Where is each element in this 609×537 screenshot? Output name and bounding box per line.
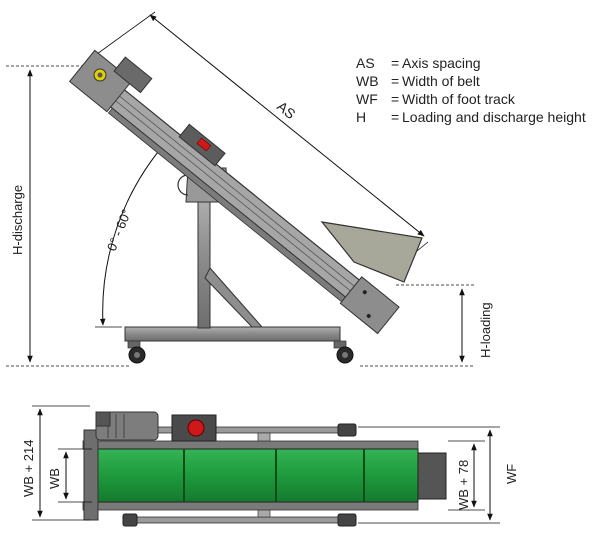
wf-dimension: WF bbox=[358, 426, 519, 524]
loading-hopper bbox=[320, 221, 423, 283]
wb-label: WB bbox=[47, 468, 62, 489]
wb-plus-78-label: WB + 78 bbox=[456, 460, 471, 510]
wb-plus-214-dimension: WB + 214 bbox=[21, 405, 90, 521]
top-view: WB + 214 WB WB + 78 WF bbox=[21, 405, 519, 527]
conveyor-base bbox=[124, 326, 354, 364]
legend-item-wf: WF = Width of foot track bbox=[356, 91, 516, 107]
tail-hopper bbox=[417, 452, 447, 500]
h-loading-dimension: H-loading bbox=[360, 284, 493, 367]
angle-dimension: 0° - 60° bbox=[95, 139, 169, 328]
h-discharge-label: H-discharge bbox=[10, 185, 25, 255]
svg-text:WF: WF bbox=[356, 91, 378, 107]
svg-text:=: = bbox=[391, 109, 399, 125]
svg-text:Width of foot track: Width of foot track bbox=[402, 91, 516, 107]
h-discharge-dimension: H-discharge bbox=[6, 65, 130, 367]
svg-text:Axis spacing: Axis spacing bbox=[402, 55, 481, 71]
inclined-conveyor bbox=[68, 49, 400, 335]
svg-text:Width of belt: Width of belt bbox=[402, 73, 480, 89]
svg-text:AS: AS bbox=[356, 55, 375, 71]
legend-item-wb: WB = Width of belt bbox=[356, 73, 480, 89]
svg-text:=: = bbox=[391, 91, 399, 107]
wb-plus-78-dimension: WB + 78 bbox=[448, 440, 485, 511]
h-loading-label: H-loading bbox=[478, 302, 493, 358]
foot-track bbox=[122, 423, 357, 527]
emergency-stop-button bbox=[187, 419, 205, 437]
svg-text:H: H bbox=[356, 109, 366, 125]
svg-text:Loading and discharge height: Loading and discharge height bbox=[402, 109, 586, 125]
svg-text:=: = bbox=[391, 73, 399, 89]
wb-dimension: WB bbox=[47, 448, 92, 503]
side-view: H-discharge H-loading AS 0° - 60° bbox=[6, 11, 493, 367]
wf-label: WF bbox=[504, 464, 519, 484]
svg-text:=: = bbox=[391, 55, 399, 71]
drive-head bbox=[83, 411, 159, 521]
belt bbox=[89, 448, 419, 503]
angle-label: 0° - 60° bbox=[104, 207, 134, 253]
wb-plus-214-label: WB + 214 bbox=[21, 440, 36, 497]
legend: AS = Axis spacing WB = Width of belt WF … bbox=[356, 55, 586, 125]
control-box bbox=[171, 414, 217, 442]
svg-text:WB: WB bbox=[356, 73, 379, 89]
legend-item-h: H = Loading and discharge height bbox=[356, 109, 586, 125]
legend-item-as: AS = Axis spacing bbox=[356, 55, 481, 71]
